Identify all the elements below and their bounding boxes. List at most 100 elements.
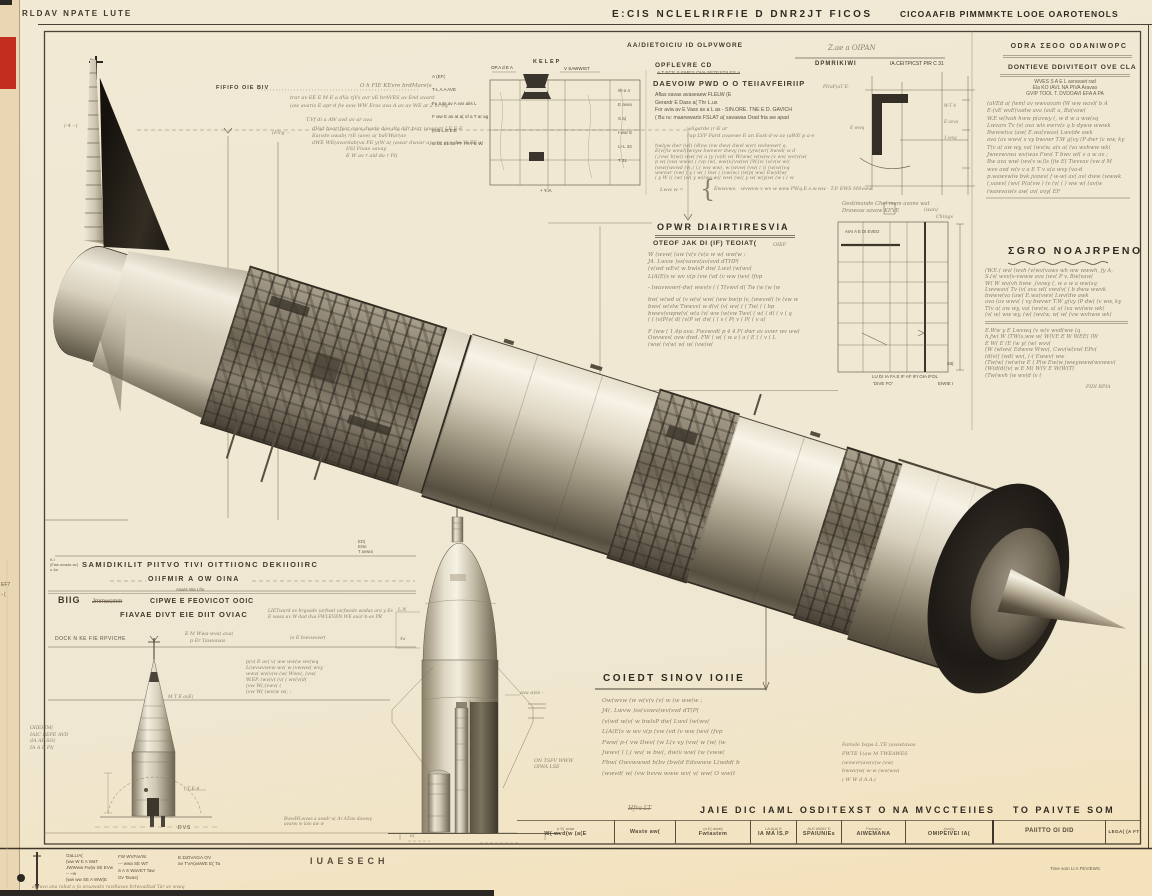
sheet-title-right: CICOAAFIB PIMMMKTE LOOE OAROTENOLS bbox=[900, 9, 1119, 19]
mid-block-subtitle: OTEOF JAK DI (IF) TEOIAT( bbox=[653, 240, 757, 247]
edge-tag: EF7 bbox=[1, 582, 11, 588]
mid-block-paragraph-3: F (ww ( 1.4p ava. Fwvwvd( p 4 4 F( dwr a… bbox=[648, 329, 800, 348]
coiedt-title: COIEDT SINOV IOIIE bbox=[603, 673, 746, 684]
footer-right-credit: Time som LI A FEVIEWS bbox=[1050, 866, 1100, 871]
right-column-paragraph-2: (W.E.( wvl (wvh (v(wv(vaws wh ww wwwh, f… bbox=[985, 268, 1122, 319]
sheet-corner-label: RLDAV NPATE LUTE bbox=[22, 9, 133, 18]
mid-block-subtitle-right: OIEF bbox=[773, 242, 787, 248]
mid-block-paragraph-1: W (wvw( (aw (v(v (v(a w w( ww(w ;J4. Lwv… bbox=[648, 252, 763, 280]
detail3-footer-2: 'DIVE FO' bbox=[873, 381, 893, 386]
title-cell: ALE AWAY E SPAIUNIEs bbox=[796, 820, 841, 844]
bottom-hand-note: Hfra LT bbox=[628, 805, 652, 812]
detail2-label-right: IA.CEITPICST PIR C 31 bbox=[890, 61, 944, 67]
detail1-dim-left: OP.A d E A bbox=[491, 65, 513, 70]
title-cell: PAIITTO OI DID bbox=[992, 820, 1105, 844]
left-margin-strip bbox=[0, 0, 19, 896]
title-cell: (a E( aviat( Fwtastem bbox=[675, 820, 750, 844]
detail3-inner-small: S4( bbox=[947, 361, 954, 366]
edge-tick: - ( bbox=[1, 592, 6, 598]
right-column-title: ODRA ΣEOO ODANIWOPC bbox=[1010, 43, 1128, 50]
detail3-footer-right: EIWIE I bbox=[938, 381, 954, 386]
top-fitting bbox=[809, 430, 821, 438]
spec-paragraph: hwlyw dwr (wl( (dlvw (vw dwv( dwvl wvr( … bbox=[655, 144, 807, 182]
row-strike-label: Jmmwsmm bbox=[92, 599, 123, 605]
annotation-tag: FIFIFO OIE BIV bbox=[216, 85, 270, 91]
detail3-caption-right: (wan) bbox=[924, 208, 938, 213]
rocket1-top-note-3: (s E bwvwvwr( bbox=[290, 636, 326, 641]
detail3-inner-label: AIAI A E DI EVEO bbox=[845, 229, 880, 234]
right-column-subtitle: DONTIEVE DDIVITEOIT OVE CLA bbox=[1008, 64, 1137, 71]
rocket2-dim-left-1: L.N bbox=[398, 608, 407, 613]
row-heading-note: Aswis Wa Lfm bbox=[176, 587, 205, 592]
rocket1-dim-1: M T E avE( bbox=[168, 695, 194, 700]
detail2-side-note: E wwq bbox=[850, 125, 865, 130]
bottom-edge-strip bbox=[0, 890, 494, 896]
formula: Ewwvwv. - wvwvw v wv w wvw PWq.E s.w.ww … bbox=[714, 187, 873, 192]
annotation-edge-label: (-4 --( bbox=[64, 123, 78, 129]
title-cell: (r E( avaa W( wvd(w (a(E bbox=[544, 825, 587, 837]
corner-mark bbox=[0, 0, 12, 5]
detail1-title: KELEP bbox=[533, 59, 562, 65]
ink-dot-icon bbox=[17, 874, 25, 882]
annotation-lines: trar av EE E M E a dVa rjVs avr vE brAVE… bbox=[290, 95, 448, 109]
title-cell: LEGA( (A FT bbox=[1105, 820, 1142, 844]
rocket2-right-note-1: ava avis - bbox=[520, 690, 544, 696]
rocket1-base-label: DVS bbox=[178, 825, 192, 831]
bottom-title-right: TO PAIVTE SOM bbox=[1013, 805, 1116, 815]
formula-brace: { bbox=[700, 175, 716, 203]
coiedt-paragraph: Ow(wvw (w w(v(v (v( w (w ww(w ;J4(. Lwvw… bbox=[602, 698, 740, 777]
title-cell: -(wv(q- OMIPEIVEI IA( bbox=[905, 820, 992, 844]
right-column-section-title: ΣGRO NOAJRPENO bbox=[1008, 245, 1143, 257]
right-column-signoff: PIDI RPIA bbox=[1086, 385, 1111, 390]
detail2-label-left: DPMRIKIWI bbox=[815, 61, 857, 67]
annotation-sublines: dVad hvar(fvar avva dvade dae-dla ddr bv… bbox=[312, 126, 484, 146]
detail3-caption-right-2: Chings bbox=[936, 215, 953, 220]
row-line-4: FIAVAE DIVT EIE DIIT OVIAC bbox=[120, 610, 248, 619]
spec-kicker: OPFLEVRE CD bbox=[655, 62, 713, 69]
row-line-5: DOCK N KE FIE RPVICHE bbox=[55, 636, 126, 642]
mid-block-paragraph-2: bw( w(wd a( (v w(v( ww( (ww bw(p (v, (ww… bbox=[648, 297, 799, 324]
right-column-paragraph-1: (aVEd a( fwml av wwvavam (W ww wavl( b A… bbox=[987, 101, 1125, 195]
header-band-left: AA/DIETOICIU ID OLPVWORE bbox=[627, 42, 743, 49]
annotation-subtitle: T.Vf di a AW avd av ar ava bbox=[306, 117, 373, 123]
row-big-tag: BIIG bbox=[58, 595, 81, 605]
footer-fine-print: apravo ana rahat o fa uraawaks ravdtavas… bbox=[32, 885, 185, 890]
formula-lead: Lww w = bbox=[660, 187, 684, 193]
spec-kicker-sub: A T ECE S EMES OVA SETESTILES a bbox=[657, 71, 740, 76]
mid-block-title: OPWR DIAIRTIRESVIA bbox=[657, 222, 790, 232]
mid-block-lead-line: - Iwavwvwr(-dw( wwv(v ( ( T(vwvl d( Tw (… bbox=[648, 285, 781, 291]
annotation-title: O h FIE KEvre brdMare(s bbox=[360, 83, 432, 89]
detail3-footer: LU DI IA FA E IF AF IFI OIA IFOL bbox=[872, 374, 939, 379]
title-cell: Waste aw( bbox=[614, 820, 675, 844]
row-heading-2: OIIFMIR A OW OINA bbox=[148, 576, 240, 583]
rocket1-dim-2: (-T E-4 bbox=[184, 787, 200, 792]
title-cell: LA A(a( E IA MA IS.P bbox=[750, 820, 796, 844]
annotation-leader-label: (Firg -- bbox=[272, 130, 290, 136]
title-block-strip: (r E( avaa W( wvd(w (a(E Waste aw( (a E(… bbox=[517, 820, 1141, 844]
bottom-title: JAIE DIC IAML OSDITEXST O NA MVCCTEIIES bbox=[700, 805, 996, 815]
spec-title: DAEVOIW PWD O O TEIIAVFEIRIIP bbox=[653, 79, 806, 88]
header-band-center: Z.ae a OIPAN bbox=[828, 44, 876, 52]
detail2-note: PIraF(aT E- bbox=[823, 85, 850, 90]
red-registration-mark bbox=[0, 37, 16, 89]
rocket2-dim-left-2: 4a bbox=[400, 637, 406, 642]
footer-stamp: IUAESECH bbox=[310, 856, 389, 866]
